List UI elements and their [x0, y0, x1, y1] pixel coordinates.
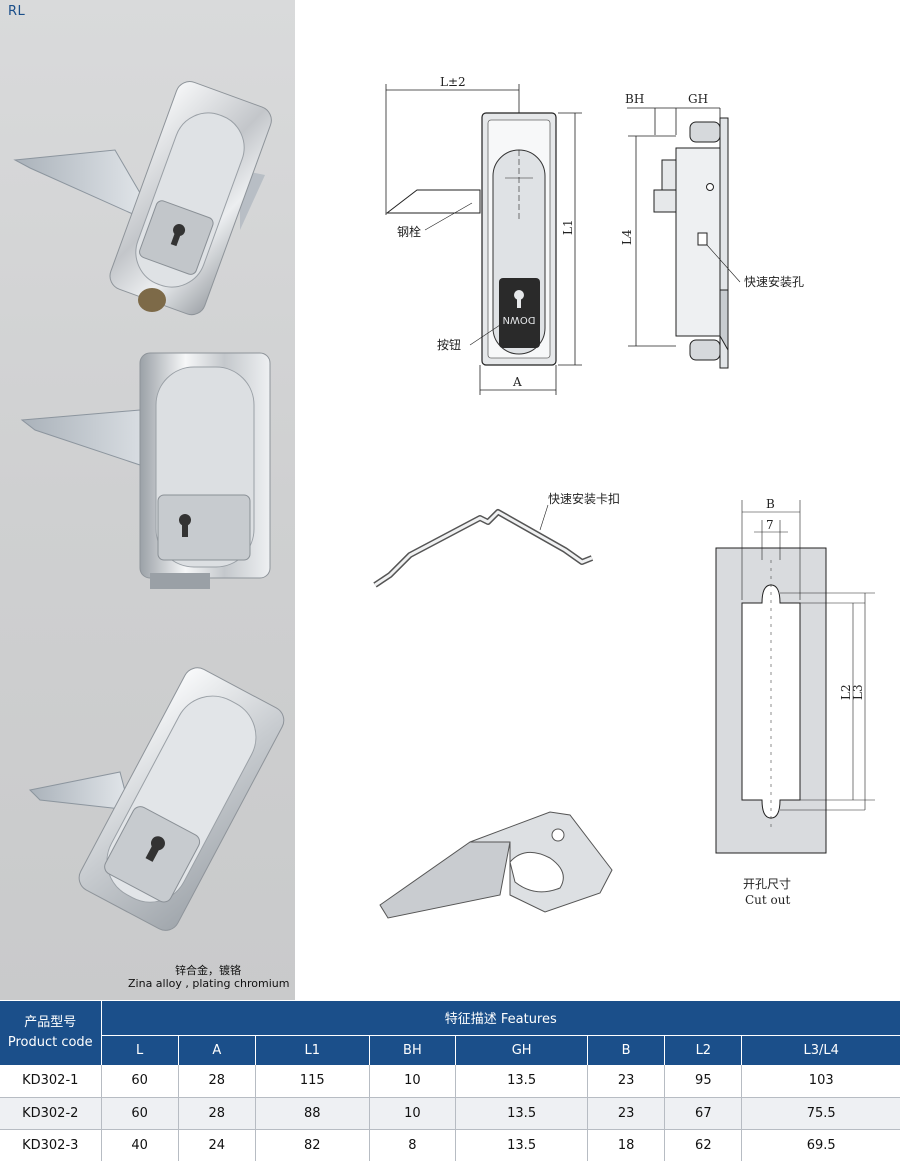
- product-photo-3: [28, 667, 285, 931]
- dim-label-A: A: [512, 375, 522, 389]
- column-header-GH: GH: [455, 1034, 589, 1065]
- table-cell: 13.5: [455, 1097, 589, 1130]
- table-cell: 60: [101, 1097, 179, 1130]
- table-cell: 75.5: [741, 1097, 900, 1130]
- side-view-drawing: BH GH L4 快速安装孔: [620, 92, 804, 369]
- table-cell: 88: [255, 1097, 370, 1130]
- table-header-row: 产品型号 Product code 特征描述 Features: [0, 1001, 900, 1065]
- table-row: KD302-3 40 24 82 8 13.5 18 62 69.5: [0, 1129, 900, 1161]
- spec-table: 产品型号 Product code 特征描述 Features L A L1 B…: [0, 1001, 900, 1161]
- table-cell: 60: [101, 1065, 179, 1098]
- product-code-header-en: Product code: [7, 1035, 93, 1050]
- button-engraving: DOWN: [503, 314, 536, 325]
- table-cell: 28: [178, 1097, 256, 1130]
- table-cell: 67: [664, 1097, 743, 1130]
- table-cell: 103: [741, 1065, 900, 1098]
- table-cell: 28: [178, 1065, 256, 1098]
- table-row: KD302-2 60 28 88 10 13.5 23 67 75.5: [0, 1097, 900, 1130]
- cutout-dim-B: B: [766, 497, 775, 511]
- table-cell: 40: [101, 1129, 179, 1161]
- table-cell: 8: [369, 1129, 457, 1161]
- column-header-L: L: [101, 1034, 179, 1065]
- callout-quick-mount-hole: 快速安装孔: [744, 274, 804, 289]
- table-column-header-row: L A L1 BH GH B L2 L3/L4: [0, 1034, 900, 1065]
- cutout-dim-L3: L3: [851, 684, 865, 700]
- callout-quick-mount-clip: 快速安装卡扣: [548, 491, 620, 506]
- product-photo-2: [20, 352, 271, 589]
- dim-label-L4: L4: [620, 229, 634, 245]
- column-header-L3-L4: L3/L4: [741, 1034, 900, 1065]
- table-cell: 62: [664, 1129, 743, 1161]
- cell-product-code: KD302-2: [0, 1097, 102, 1130]
- series-label: RL: [8, 4, 26, 19]
- table-row: KD302-1 60 28 115 10 13.5 23 95 103: [0, 1065, 900, 1098]
- column-header-L1: L1: [255, 1034, 370, 1065]
- table-cell: 95: [664, 1065, 743, 1098]
- table-cell: 18: [587, 1129, 666, 1161]
- table-cell: 23: [587, 1097, 666, 1130]
- cell-product-code: KD302-1: [0, 1065, 102, 1098]
- technical-drawings: L±2 DOWN A L1 钢栓 按钮 BH GH: [373, 75, 875, 919]
- dim-label-L1: L1: [561, 219, 575, 235]
- table-cell: 13.5: [455, 1065, 589, 1098]
- table-cell: 69.5: [741, 1129, 900, 1161]
- material-text-cn: 锌合金，镀铬: [175, 964, 241, 977]
- product-code-header: 产品型号 Product code: [0, 1001, 102, 1065]
- product-photo-panel: RL: [0, 0, 295, 1000]
- steel-bolt-plate-drawing: [379, 811, 613, 919]
- material-text-en: Zina alloy , plating chromium: [128, 977, 290, 990]
- table-cell: 10: [369, 1065, 457, 1098]
- table-cell: 82: [255, 1129, 370, 1161]
- product-photo-1: [13, 81, 272, 316]
- column-header-BH: BH: [369, 1034, 457, 1065]
- table-cell: 23: [587, 1065, 666, 1098]
- cutout-dim-L2: L2: [839, 684, 853, 700]
- cutout-dim-7: 7: [766, 518, 774, 532]
- callout-steel-bolt: 钢栓: [397, 224, 421, 239]
- column-header-B: B: [587, 1034, 666, 1065]
- cutout-title-en: Cut out: [745, 893, 791, 907]
- dim-label-GH: GH: [688, 92, 708, 106]
- quick-mount-clip-drawing: 快速安装卡扣: [373, 491, 620, 588]
- cutout-drawing: B 7 L2 L3 开孔尺寸 Cut out: [715, 497, 875, 907]
- table-cell: 115: [255, 1065, 370, 1098]
- callout-button: 按钮: [437, 337, 461, 352]
- column-header-L2: L2: [664, 1034, 743, 1065]
- cell-product-code: KD302-3: [0, 1129, 102, 1161]
- features-header: 特征描述 Features: [101, 1001, 900, 1035]
- cutout-title-cn: 开孔尺寸: [743, 877, 791, 891]
- table-cell: 24: [178, 1129, 256, 1161]
- column-header-A: A: [178, 1034, 256, 1065]
- table-cell: 13.5: [455, 1129, 589, 1161]
- front-view-drawing: L±2 DOWN A L1 钢栓 按钮: [385, 75, 582, 395]
- dim-label-BH: BH: [625, 92, 644, 106]
- dim-label-L: L±2: [440, 75, 466, 89]
- table-cell: 10: [369, 1097, 457, 1130]
- product-code-header-cn: 产品型号: [24, 1015, 77, 1030]
